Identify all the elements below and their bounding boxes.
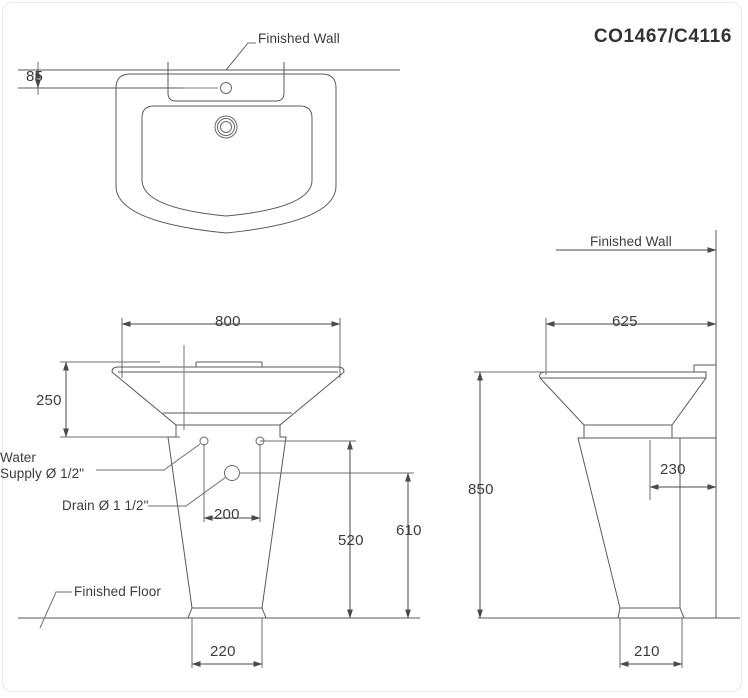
top-faucet-hole-icon bbox=[220, 82, 232, 94]
top-backsplash-outline bbox=[167, 62, 285, 102]
front-water-supply-leader bbox=[96, 443, 201, 471]
front-pedestal-foot bbox=[187, 607, 267, 619]
front-basin-rim-plate bbox=[195, 361, 263, 367]
top-outer-outline bbox=[115, 73, 337, 234]
side-basin-outline bbox=[539, 371, 707, 426]
front-water-supply-label-line1: Water bbox=[0, 450, 37, 465]
side-dim-230-value: 230 bbox=[660, 461, 686, 478]
top-inner-bowl-outline bbox=[141, 105, 313, 217]
side-dim-210-value: 210 bbox=[634, 643, 660, 660]
top-finished-wall-label: Finished Wall bbox=[258, 31, 340, 46]
side-view-group bbox=[474, 230, 740, 668]
side-dim-625-value: 625 bbox=[612, 313, 638, 330]
side-basin-back-lip bbox=[693, 364, 716, 372]
front-finished-floor-label: Finished Floor bbox=[74, 584, 161, 599]
front-drain-hole-icon bbox=[224, 465, 240, 481]
front-dim-800-value: 800 bbox=[215, 313, 241, 330]
front-basin-outline bbox=[111, 366, 345, 426]
front-dim-250-value: 250 bbox=[36, 392, 62, 409]
top-dim-85-value: 85 bbox=[26, 68, 44, 85]
front-water-supply-hole-left-icon bbox=[199, 436, 209, 446]
front-drain-label: Drain Ø 1 1/2" bbox=[62, 498, 149, 513]
front-dim-220-value: 220 bbox=[210, 643, 236, 660]
front-pedestal-outline bbox=[167, 425, 287, 609]
top-finished-wall-leader bbox=[225, 42, 256, 71]
front-view-group bbox=[18, 318, 420, 668]
front-water-supply-label-line2: Supply Ø 1/2" bbox=[0, 466, 85, 481]
side-dim-850-value: 850 bbox=[468, 481, 494, 498]
top-drain-inner-ring-icon bbox=[220, 121, 232, 133]
front-dim-610-value: 610 bbox=[396, 522, 422, 539]
side-pedestal-outline bbox=[577, 425, 681, 609]
side-finished-wall-label: Finished Wall bbox=[590, 234, 672, 249]
side-pedestal-foot bbox=[617, 607, 685, 619]
front-dim-520-value: 520 bbox=[338, 532, 364, 549]
front-finished-floor-leader bbox=[39, 591, 72, 629]
model-code-title: CO1467/C4116 bbox=[593, 26, 732, 47]
top-view-group bbox=[18, 42, 400, 234]
front-drain-leader bbox=[148, 476, 227, 507]
front-dim-200-value: 200 bbox=[214, 506, 240, 523]
